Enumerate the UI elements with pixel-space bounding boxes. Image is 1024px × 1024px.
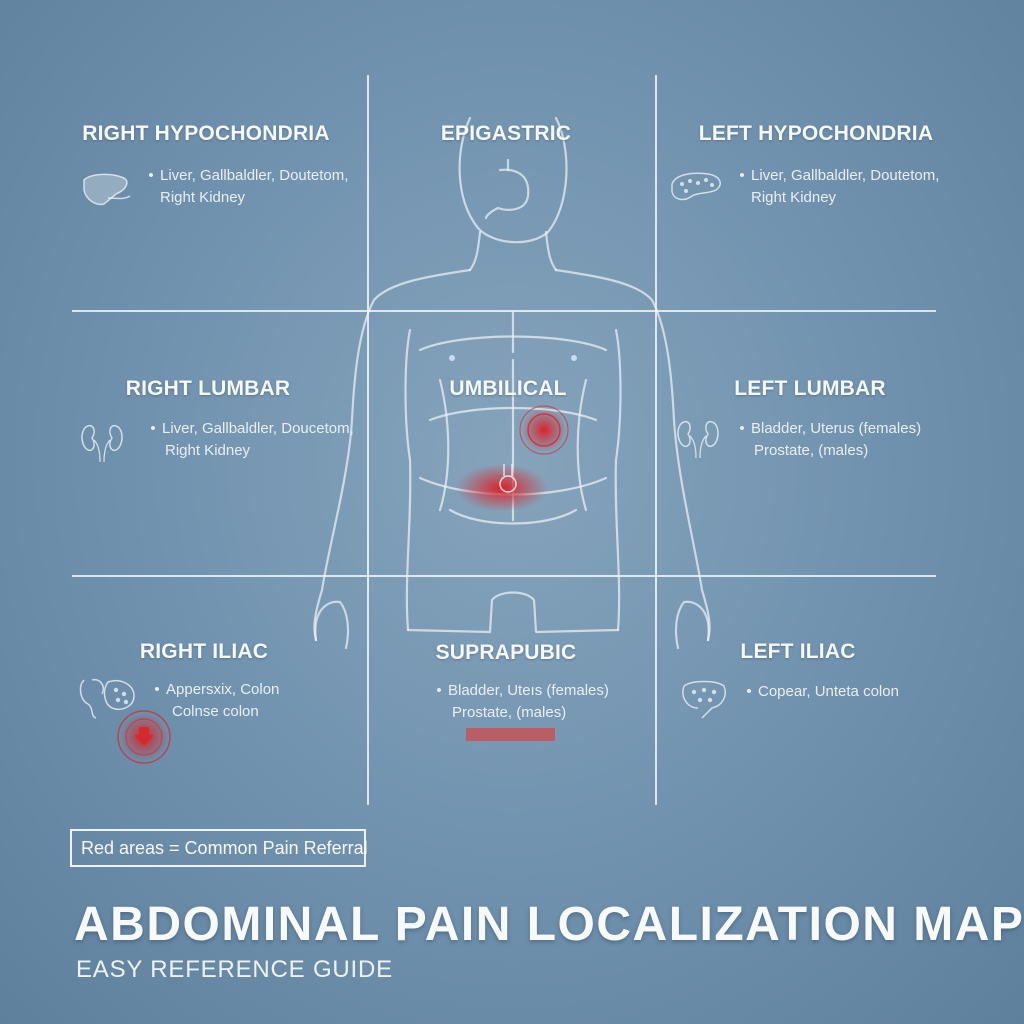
organs-suprapubic: •Bladder, Uteıs (females) Prostate, (mal… [436, 682, 609, 721]
torso-left-outline [404, 328, 412, 632]
region-title-right-lumbar: RIGHT LUMBAR [125, 377, 291, 400]
vertical-divider-left [367, 75, 369, 805]
page-subtitle: EASY REFERENCE GUIDE [76, 956, 393, 983]
region-title-right-iliac: RIGHT ILIAC [139, 640, 269, 663]
region-title-left-hypochondria: LEFT HYPOCHONDRIA [698, 122, 934, 145]
region-title-right-hypochondria: RIGHT HYPOCHONDRIA [82, 122, 330, 145]
region-title-umbilical: UMBILICAL [449, 377, 567, 400]
region-title-suprapubic: SUPRAPUBIC [435, 641, 577, 664]
liver-icon [80, 170, 136, 215]
pain-marker-upper [519, 405, 569, 455]
legend-box: Red areas = Common Pain Referral [70, 829, 368, 867]
intestine-icon [76, 674, 140, 727]
kidneys-icon [674, 416, 724, 465]
head-outline [458, 116, 568, 244]
horizontal-divider-top [72, 310, 936, 312]
vertical-divider-right [655, 75, 657, 805]
organs-left-iliac: •Copear, Unteta colon [746, 683, 899, 700]
organs-right-lumbar: •Liver, Gallbaldler, Doucetom, Right Kid… [150, 420, 354, 459]
organs-left-lumbar: •Bladder, Uterus (females) Prostate, (ma… [739, 420, 922, 459]
umbilical-pain-area [456, 464, 548, 512]
region-title-left-iliac: LEFT ILIAC [740, 640, 856, 663]
colon-icon [678, 676, 730, 725]
left-arm-outline [313, 268, 472, 642]
pain-marker-right-iliac [117, 710, 171, 764]
navel-icon [499, 464, 517, 493]
right-arm-outline [554, 268, 711, 642]
horizontal-divider-bottom [72, 575, 936, 577]
organs-right-hypochondria: •Liver, Gallbaldler, Doutetom, Right Kid… [148, 167, 349, 206]
region-title-epigastric: EPIGASTRIC [440, 122, 572, 145]
torso-right-outline [614, 328, 622, 632]
organs-right-iliac: •Appersxix, Colon Colnse colon [154, 681, 280, 720]
page-title: ABDOMINAL PAIN LOCALIZATION MAP [74, 898, 1024, 951]
suprapubic-pain-bar [466, 728, 555, 741]
organs-left-hypochondria: •Liver, Gallbaldler, Doutetom, Right Kid… [739, 167, 940, 206]
pancreas-icon [668, 166, 726, 211]
region-title-left-lumbar: LEFT LUMBAR [734, 377, 886, 400]
kidneys-icon [78, 420, 128, 469]
